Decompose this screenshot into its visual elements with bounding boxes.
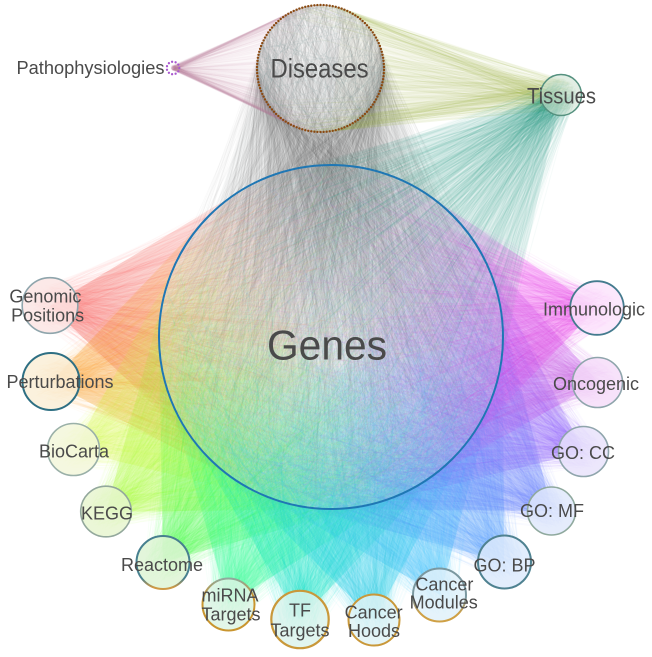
svg-text:Cancer: Cancer xyxy=(415,575,473,595)
svg-text:miRNA: miRNA xyxy=(202,585,259,605)
svg-text:GO: MF: GO: MF xyxy=(520,501,584,521)
svg-text:Hoods: Hoods xyxy=(348,621,400,641)
svg-text:Diseases: Diseases xyxy=(271,54,369,84)
svg-text:Positions: Positions xyxy=(11,306,84,326)
svg-text:Perturbations: Perturbations xyxy=(6,372,113,392)
svg-text:GO: BP: GO: BP xyxy=(473,556,535,576)
svg-text:GO: CC: GO: CC xyxy=(551,443,615,463)
svg-text:Genes: Genes xyxy=(267,322,387,369)
svg-text:Immunologic: Immunologic xyxy=(543,300,645,320)
svg-text:Modules: Modules xyxy=(410,593,478,613)
svg-text:Pathophysiologies: Pathophysiologies xyxy=(17,58,165,78)
svg-text:Cancer: Cancer xyxy=(345,603,403,623)
svg-text:Genomic: Genomic xyxy=(9,287,81,307)
svg-text:TF: TF xyxy=(289,601,311,621)
svg-text:KEGG: KEGG xyxy=(81,504,133,524)
svg-text:Oncogenic: Oncogenic xyxy=(553,374,639,394)
svg-text:Reactome: Reactome xyxy=(121,555,203,575)
svg-text:Tissues: Tissues xyxy=(527,84,596,109)
svg-text:Targets: Targets xyxy=(201,604,260,624)
svg-text:Targets: Targets xyxy=(270,621,329,641)
svg-text:BioCarta: BioCarta xyxy=(39,442,110,462)
